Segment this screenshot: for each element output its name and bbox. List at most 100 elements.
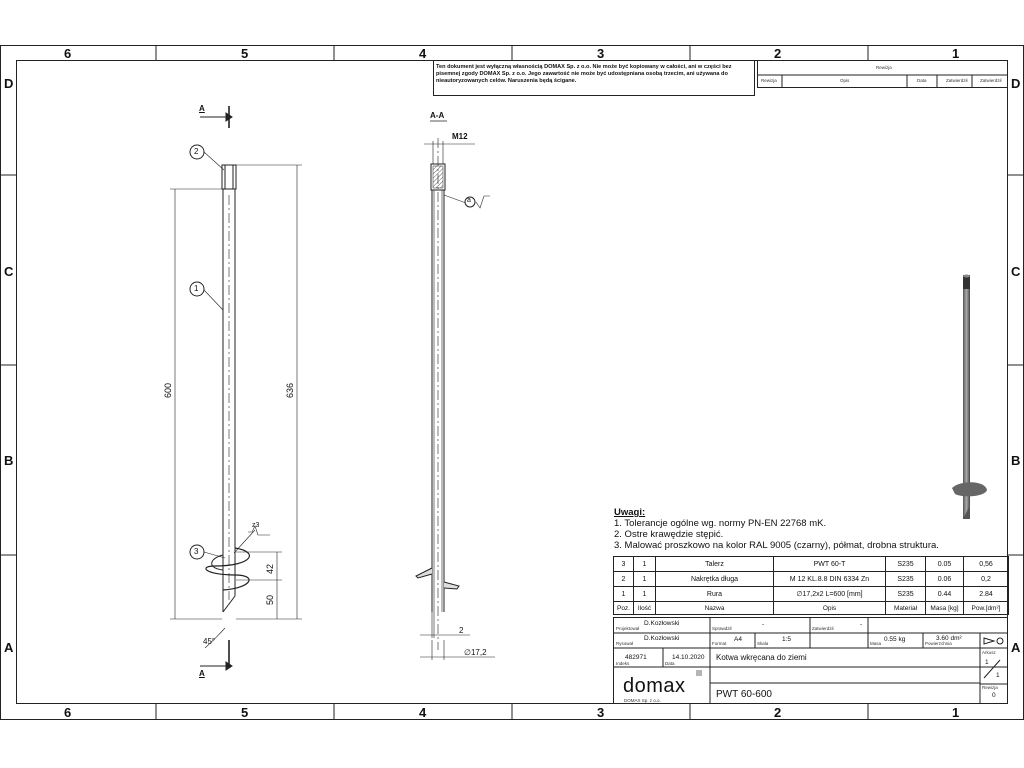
- part-name: Kotwa wkręcana do ziemi: [716, 653, 807, 662]
- zone-col-5-top: 5: [241, 46, 249, 61]
- drawing-index: 482971: [625, 654, 647, 661]
- dim-angle: 45°: [203, 637, 216, 646]
- dim-42: 42: [265, 563, 275, 574]
- bom-row: 3 1 Talerz PWT 60-T S235 0.05 0,56: [613, 556, 1009, 572]
- dim-600: 600: [163, 382, 173, 398]
- dim-50: 50: [265, 594, 275, 605]
- bom-cell: 2: [613, 571, 634, 587]
- revision-col-desc: Opis: [840, 78, 850, 83]
- zone-row-b-right: B: [1011, 453, 1021, 468]
- number-label: Indeks: [616, 661, 630, 666]
- bom-cell: Rura: [655, 586, 774, 602]
- section-view-title: A-A: [430, 111, 445, 120]
- company-logo: domax: [623, 675, 686, 697]
- bom-header: Masa [kg]: [925, 601, 964, 615]
- roughness-a: a: [467, 197, 471, 204]
- notes-title: Uwagi:: [614, 507, 646, 518]
- revision-col-rev: Rewizja: [761, 78, 777, 83]
- bom-cell: PWT 60-T: [773, 556, 886, 572]
- scale-label: Skala: [757, 641, 769, 646]
- bom-table: 3 1 Talerz PWT 60-T S235 0.05 0,56 2 1 N…: [613, 556, 1009, 615]
- bom-cell: S235: [885, 556, 926, 572]
- drawer-name: D.Kozłowski: [644, 635, 680, 642]
- revision-col-date: Data: [917, 78, 927, 83]
- revision-col-approver: Zatwierdził: [946, 78, 968, 83]
- bom-header: Nazwa: [655, 601, 774, 615]
- note-1: 1. Tolerancje ogólne wg. normy PN-EN 227…: [614, 518, 827, 529]
- title-block-lines: [613, 617, 1008, 704]
- dim-thread: M12: [452, 132, 468, 141]
- bom-cell: S235: [885, 586, 926, 602]
- checker-dash: -: [762, 621, 765, 628]
- zone-col-6-bottom: 6: [64, 705, 72, 720]
- bom-row: 2 1 Nakrętka długa M 12 KL.8.8 DIN 6334 …: [613, 571, 1009, 587]
- bom-cell: Talerz: [655, 556, 774, 572]
- notice-box: [433, 60, 755, 96]
- checker-label: Sprawdził: [712, 626, 732, 631]
- bom-cell: 0,56: [963, 556, 1009, 572]
- drawer-label: Rysował: [616, 641, 634, 646]
- zone-col-6-top: 6: [64, 46, 72, 61]
- note-2: 2. Ostre krawędzie stępić.: [614, 529, 724, 540]
- revision-col-approver-2: Zatwierdził: [980, 78, 1002, 83]
- bom-cell: 2.84: [963, 586, 1009, 602]
- front-view: [170, 106, 302, 671]
- mass-value: 0.55 kg: [884, 636, 906, 643]
- dim-wall: 2: [459, 626, 464, 635]
- revision-label: Rewizja: [982, 685, 998, 690]
- bom-cell: M 12 KL.8.8 DIN 6334 Zn: [773, 571, 886, 587]
- bom-cell: 1: [633, 571, 656, 587]
- revision-title: Rewizja: [876, 65, 892, 70]
- bom-cell: 0.44: [925, 586, 964, 602]
- bom-cell: 0,2: [963, 571, 1009, 587]
- bom-cell: 1: [633, 556, 656, 572]
- section-marker-top: A: [199, 104, 205, 113]
- zone-col-1-top: 1: [952, 46, 960, 61]
- drawing-date: 14.10.2020: [672, 654, 705, 661]
- approver-dash: -: [860, 621, 863, 628]
- bom-header: Materiał: [885, 601, 926, 615]
- notes: Uwagi: 1. Tolerancje ogólne wg. normy PN…: [614, 507, 1009, 551]
- logo-square: [696, 670, 702, 676]
- bom-cell: 1: [633, 586, 656, 602]
- bom-cell: 0.05: [925, 556, 964, 572]
- dim-636: 636: [285, 382, 295, 398]
- zone-row-c-right: C: [1011, 264, 1021, 279]
- designer-label: Projektował: [616, 626, 640, 631]
- zone-row-d-right: D: [1011, 76, 1021, 91]
- note-3: 3. Malować proszkowo na kolor RAL 9005 (…: [614, 540, 939, 551]
- area-label: Powierzchnia: [925, 641, 952, 646]
- zone-col-5-bottom: 5: [241, 705, 249, 720]
- drawing-number: PWT 60-600: [716, 689, 772, 700]
- ownership-notice: Ten dokument jest wyłączną własnością DO…: [436, 64, 732, 84]
- balloon-1: 1: [194, 284, 199, 293]
- bom-header-row: Poz. Ilość Nazwa Opis Materiał Masa [kg]…: [613, 601, 1009, 615]
- zone-col-3-bottom: 3: [597, 705, 605, 720]
- zone-col-2-bottom: 2: [774, 705, 782, 720]
- format-value: A4: [734, 636, 742, 643]
- designer-name: D.Kozłowski: [644, 620, 680, 627]
- bom-cell: 0.06: [925, 571, 964, 587]
- outer-frame: [0, 45, 1024, 720]
- bom-header: Poz.: [613, 601, 634, 615]
- balloon-3: 3: [194, 547, 199, 556]
- mass-label: Masa: [870, 641, 882, 646]
- approver-label: Zatwierdził: [812, 626, 834, 631]
- bom-header: Ilość: [633, 601, 656, 615]
- zone-col-4-bottom: 4: [419, 705, 427, 720]
- sheet-bottom: 1: [996, 672, 1000, 679]
- zone-col-4-top: 4: [419, 46, 427, 61]
- section-view: [415, 120, 495, 660]
- zone-row-a-left: A: [4, 640, 14, 655]
- sheet-top: 1: [985, 659, 989, 666]
- roughness-z3: z3: [252, 522, 260, 529]
- zone-col-3-top: 3: [597, 46, 605, 61]
- zone-row-a-right: A: [1011, 640, 1021, 655]
- zone-row-d-left: D: [4, 76, 14, 91]
- area-value: 3.60 dm²: [936, 635, 962, 642]
- zone-row-c-left: C: [4, 264, 14, 279]
- revision-table: [757, 60, 1008, 88]
- revision-value: 0: [992, 692, 996, 699]
- bom-cell: Nakrętka długa: [655, 571, 774, 587]
